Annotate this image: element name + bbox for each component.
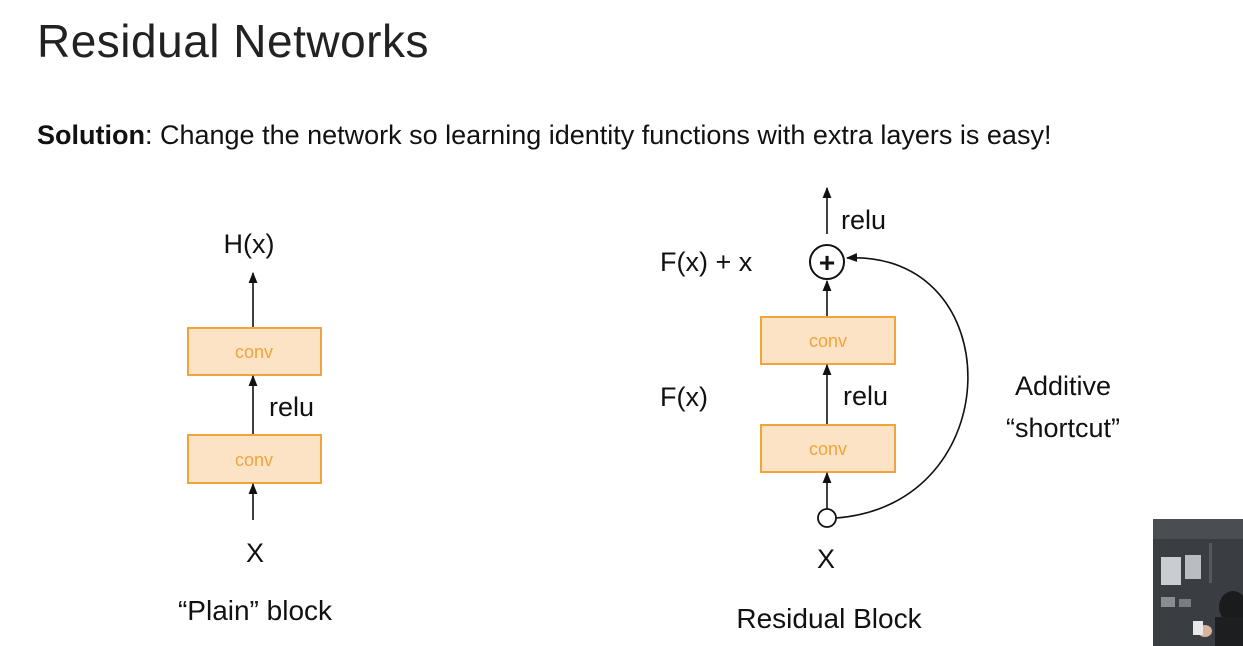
plain-conv-bottom-label: conv xyxy=(235,450,273,470)
presenter-video-frame xyxy=(1153,519,1243,646)
residual-block: relu F(x) + x + conv F(x) relu conv Addi… xyxy=(660,186,1120,634)
residual-block-caption: Residual Block xyxy=(736,603,922,634)
presenter-video-thumbnail xyxy=(1153,519,1243,646)
plain-input-label: X xyxy=(246,538,264,568)
plain-conv-bottom xyxy=(187,434,322,484)
residual-input-label: X xyxy=(817,544,835,574)
input-node xyxy=(817,508,837,528)
slide-title: Residual Networks xyxy=(37,15,429,67)
plain-block: H(x) conv relu conv X “Plain” block xyxy=(178,229,333,626)
residual-relu-top: relu xyxy=(841,205,886,235)
solution-text: : Change the network so learning identit… xyxy=(144,120,1052,150)
residual-conv-bottom xyxy=(760,424,896,473)
solution-statement: Solution: Change the network so learning… xyxy=(37,120,1051,151)
residual-conv-top-label: conv xyxy=(809,331,847,351)
residual-fx-label: F(x) xyxy=(660,382,708,412)
shortcut-label-line1: Additive xyxy=(1015,371,1111,401)
residual-sum-label: F(x) + x xyxy=(660,247,753,277)
residual-conv-top xyxy=(760,316,896,365)
plus-icon: + xyxy=(819,247,835,278)
addition-node xyxy=(809,244,845,280)
residual-relu-mid: relu xyxy=(843,381,888,411)
shortcut-arrow xyxy=(835,253,969,519)
plain-relu-label: relu xyxy=(269,392,314,422)
solution-label: Solution xyxy=(37,120,145,150)
residual-conv-bottom-label: conv xyxy=(809,439,847,459)
plain-output-label: H(x) xyxy=(224,229,275,259)
plain-conv-top xyxy=(187,327,322,376)
plain-conv-top-label: conv xyxy=(235,342,273,362)
shortcut-label-line2: “shortcut” xyxy=(1006,413,1120,443)
plain-block-caption: “Plain” block xyxy=(178,595,333,626)
